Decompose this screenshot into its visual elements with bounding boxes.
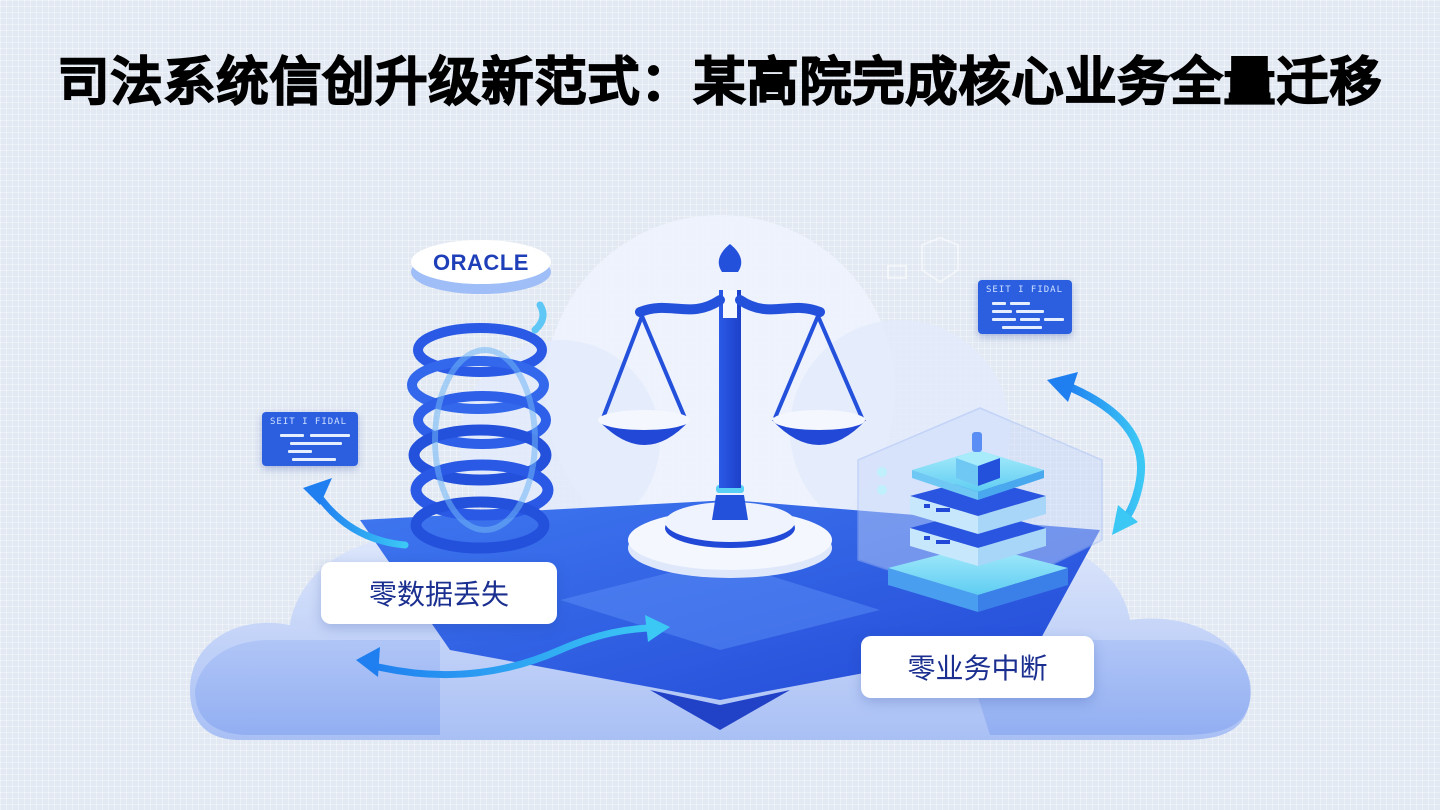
label-zero-data-loss: 零数据丢失 bbox=[321, 562, 557, 624]
server-stack-icon bbox=[857, 407, 1103, 612]
svg-text:ORACLE: ORACLE bbox=[433, 250, 529, 275]
shield-icon bbox=[887, 236, 959, 284]
code-card-header: SEIT I FIDAL bbox=[986, 285, 1064, 295]
code-card-left: SEIT I FIDAL bbox=[262, 412, 358, 466]
spring-coil-icon bbox=[407, 301, 554, 554]
label-zero-business-interruption: 零业务中断 bbox=[861, 636, 1094, 698]
sync-arrow-icon bbox=[303, 372, 1146, 679]
label-text: 零数据丢失 bbox=[368, 578, 509, 611]
oracle-db-icon: ORACLE bbox=[411, 240, 551, 294]
page-title: 司法系统信创升级新范式：某高院完成核心业务全量迁移 bbox=[57, 52, 1383, 114]
code-card-right: SEIT I FIDAL bbox=[978, 280, 1072, 334]
scales-of-justice-icon bbox=[598, 244, 866, 578]
label-text: 零业务中断 bbox=[907, 652, 1048, 685]
code-card-header: SEIT I FIDAL bbox=[270, 417, 348, 427]
